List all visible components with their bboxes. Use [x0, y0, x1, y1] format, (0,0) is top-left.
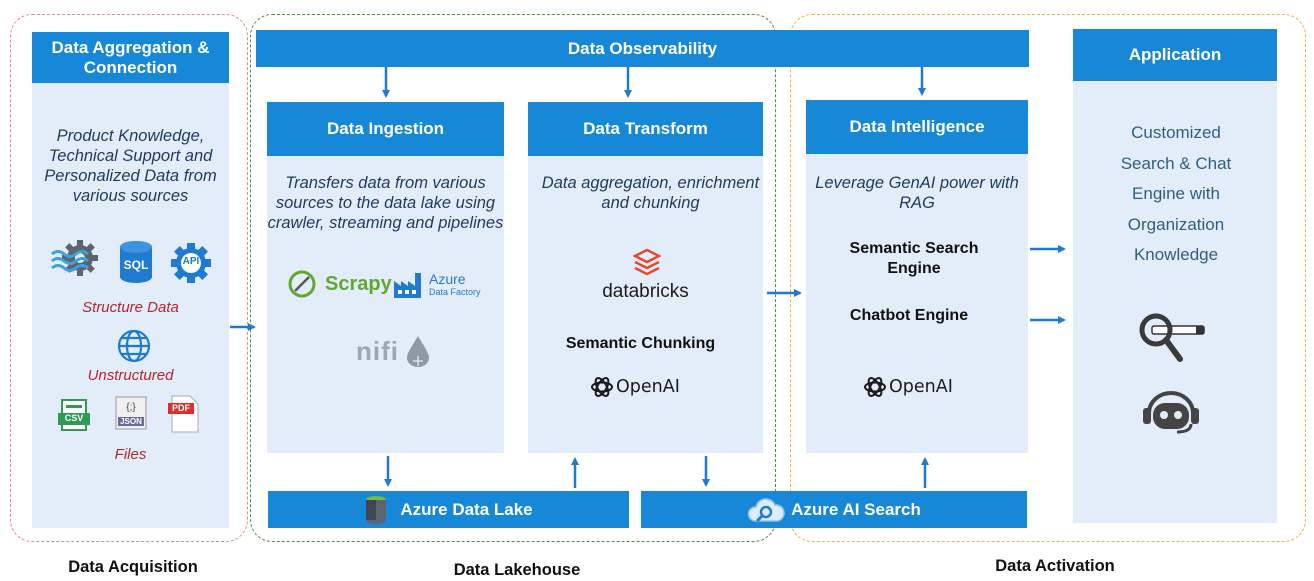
- databricks-label: databricks: [602, 281, 689, 302]
- api-gear-icon: API: [170, 242, 212, 284]
- pdf-icon-label: PDF: [172, 403, 190, 413]
- gear-waves-icon: [50, 238, 102, 280]
- openai-logo-intelligence: OpenAI: [863, 374, 953, 400]
- chatbot-engine-label: Chatbot Engine: [849, 307, 969, 324]
- application-panel: [1073, 29, 1277, 523]
- azure-data-lake-bar: Azure Data Lake: [268, 491, 629, 528]
- intelligence-header: Data Intelligence: [806, 100, 1028, 154]
- data-lakehouse-zone: [250, 14, 776, 542]
- json-file-icon: {;} JSON: [112, 396, 150, 432]
- pdf-file-icon: PDF: [168, 395, 200, 433]
- transform-header: Data Transform: [528, 102, 763, 156]
- json-brace-label: {;}: [126, 402, 136, 413]
- azure-df-line2: Data Factory: [429, 286, 481, 297]
- application-header: Application: [1073, 29, 1277, 81]
- cloud-search-icon: [747, 497, 785, 522]
- data-lakehouse-title: Data Lakehouse: [453, 561, 581, 579]
- transform-panel: [528, 102, 763, 453]
- data-acquisition-title: Data Acquisition: [68, 558, 198, 576]
- search-magnifier-icon: [1136, 309, 1208, 365]
- intelligence-panel: [806, 100, 1028, 453]
- databricks-icon: [632, 248, 662, 276]
- ingestion-header: Data Ingestion: [267, 102, 504, 156]
- nifi-drop-icon: [407, 336, 429, 367]
- sql-database-icon: SQL: [118, 240, 154, 284]
- aggregation-description: Product Knowledge, Technical Support and…: [44, 127, 217, 205]
- openai-label-transform: OpenAI: [616, 377, 680, 397]
- application-description: Customized Search & Chat Engine with Org…: [1120, 123, 1232, 264]
- api-icon-label: API: [182, 256, 200, 267]
- unstructured-label: Unstructured: [87, 367, 174, 384]
- scrapy-label: Scrapy: [325, 272, 392, 295]
- data-lake-cylinder-icon: [366, 495, 387, 524]
- sql-icon-label: SQL: [123, 258, 149, 272]
- chatbot-icon: [1141, 391, 1201, 435]
- globe-icon: [117, 329, 151, 363]
- nifi-logo: nifi: [356, 333, 431, 369]
- data-observability-bar: Data Observability: [256, 30, 1029, 67]
- scrapy-logo: Scrapy: [287, 269, 392, 299]
- semantic-search-engine-label: Semantic Search Engine: [849, 240, 979, 277]
- data-acquisition-zone: [10, 14, 248, 542]
- openai-logo-transform: OpenAI: [590, 374, 680, 400]
- data-activation-zone: [790, 14, 1306, 542]
- factory-icon: [394, 273, 421, 298]
- openai-icon: [864, 377, 886, 397]
- azure-data-factory-logo: Azure Data Factory: [393, 270, 481, 300]
- openai-label-intelligence: OpenAI: [889, 377, 953, 397]
- json-icon-label: JSON: [118, 417, 144, 426]
- csv-icon-label: CSV: [64, 413, 84, 423]
- structured-data-label: Structure Data: [82, 299, 179, 316]
- azure-ai-search-bar: Azure AI Search: [641, 491, 1027, 528]
- ingestion-description: Transfers data from various sources to t…: [267, 174, 504, 232]
- scrapy-icon: [288, 270, 316, 298]
- data-activation-title: Data Activation: [995, 557, 1115, 575]
- ingestion-panel: [267, 102, 504, 453]
- semantic-chunking-label: Semantic Chunking: [565, 335, 716, 352]
- transform-description: Data aggregation, enrichment and chunkin…: [541, 174, 760, 212]
- azure-df-line1: Azure: [429, 270, 466, 287]
- csv-file-icon: CSV: [58, 398, 90, 432]
- aggregation-header: Data Aggregation & Connection: [32, 32, 229, 83]
- azure-data-lake-label: Azure Data Lake: [400, 499, 533, 519]
- files-label: Files: [114, 446, 147, 463]
- nifi-label: nifi: [356, 335, 399, 366]
- openai-icon: [591, 377, 613, 397]
- azure-ai-search-label: Azure AI Search: [791, 499, 921, 519]
- intelligence-description: Leverage GenAI power with RAG: [815, 174, 1019, 212]
